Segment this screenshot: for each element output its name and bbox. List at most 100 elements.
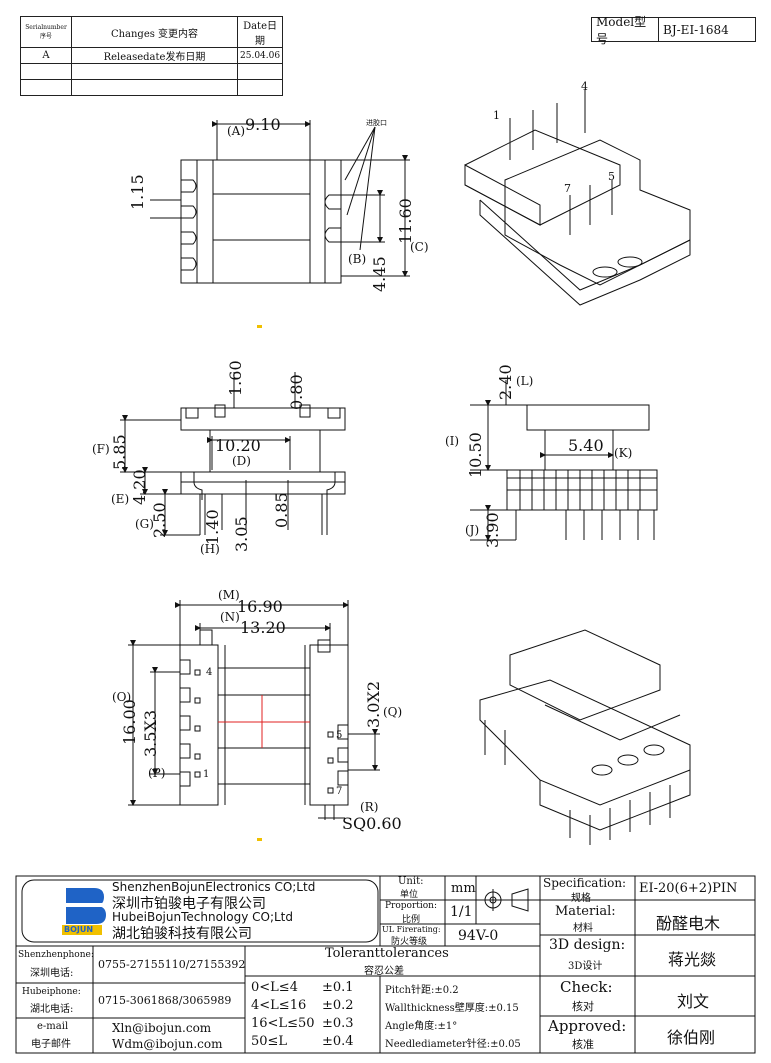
tag-a: (A) bbox=[227, 124, 246, 138]
marker-dot bbox=[257, 838, 262, 841]
tol-value: ±0.4 bbox=[322, 1034, 354, 1049]
gate-label: 进胶口 bbox=[366, 119, 387, 127]
spec-label-en: Specification: bbox=[543, 876, 627, 890]
unit-value: mm bbox=[451, 881, 476, 896]
front-view bbox=[120, 372, 346, 536]
side-view bbox=[470, 380, 658, 541]
bojun-logo bbox=[60, 888, 110, 935]
company-cn-2: 湖北铂骏科技有限公司 bbox=[112, 926, 252, 942]
logo-text: BOJUN bbox=[64, 925, 94, 934]
dim-sq: SQ0.60 bbox=[342, 814, 402, 833]
design-value: 蒋光燚 bbox=[668, 950, 717, 969]
prop-value: 1/1 bbox=[450, 904, 473, 920]
email-label-en: e-mail bbox=[37, 1021, 69, 1032]
tag-b: (B) bbox=[348, 252, 367, 266]
pin-label: 5 bbox=[608, 170, 615, 183]
dim-585: 5.85 bbox=[110, 434, 129, 470]
model-box: Model型号 BJ-EI-1684 bbox=[591, 15, 756, 46]
ul-label-cn: 防火等级 bbox=[391, 937, 428, 947]
pin-label: 7 bbox=[336, 786, 343, 797]
tag-m: (M) bbox=[218, 588, 240, 602]
dim-390: 3.90 bbox=[483, 512, 502, 548]
check-value: 刘文 bbox=[677, 992, 710, 1011]
material-label-cn: 材料 bbox=[573, 923, 593, 934]
model-value: BJ-EI-1684 bbox=[663, 22, 729, 37]
tag-c: (C) bbox=[410, 240, 429, 254]
pin-label: 4 bbox=[581, 80, 588, 93]
sz-phone: 0755-27155110/27155392 bbox=[98, 958, 246, 971]
unit-label-cn: 单位 bbox=[400, 890, 419, 900]
tag-f: (F) bbox=[92, 442, 110, 456]
dim-080: 0.80 bbox=[287, 374, 306, 410]
pin-label: 5 bbox=[336, 730, 343, 741]
pin-label: 1 bbox=[493, 109, 500, 122]
tag-k: (K) bbox=[614, 446, 633, 460]
dim-30x2: 3.0X2 bbox=[364, 680, 383, 728]
iso-top-view bbox=[464, 90, 691, 306]
dim-1020: 10.20 bbox=[215, 436, 261, 455]
dim-1690: 16.90 bbox=[237, 597, 283, 616]
rev-header-changes: Changes 变更内容 bbox=[71, 16, 238, 48]
company-cn-1: 深圳市铂骏电子有限公司 bbox=[112, 896, 266, 912]
dim-b: 4.45 bbox=[370, 256, 389, 292]
hb-phone-label-en: Hubeiphone: bbox=[22, 987, 81, 997]
approved-label-en: Approved: bbox=[548, 1017, 627, 1035]
tol-angle: Angle角度:±1° bbox=[385, 1021, 458, 1032]
tag-i: (I) bbox=[445, 434, 460, 448]
tol-value: ±0.2 bbox=[322, 998, 354, 1013]
rev-header-serial: Serialnumber序号 bbox=[20, 16, 72, 48]
dim-1320: 13.20 bbox=[240, 618, 286, 637]
tol-range: 4<L≤16 bbox=[251, 998, 307, 1013]
tag-h: (H) bbox=[200, 542, 220, 556]
rev-row-date bbox=[236, 79, 284, 96]
tag-n: (N) bbox=[220, 610, 240, 624]
check-label-cn: 核对 bbox=[572, 1000, 594, 1013]
title-block-frame bbox=[15, 875, 756, 1054]
dim-420: 4.20 bbox=[130, 469, 149, 505]
tag-o: (O) bbox=[112, 690, 132, 704]
tag-r: (R) bbox=[360, 800, 379, 814]
prop-label-en: Proportion: bbox=[385, 901, 438, 911]
sz-phone-label-cn: 深圳电话: bbox=[30, 968, 74, 979]
tol-pitch: Pitch针距:±0.2 bbox=[385, 985, 459, 996]
email-2: Wdm@ibojun.com bbox=[112, 1037, 223, 1051]
sz-phone-label-en: Shenzhenphone: bbox=[18, 950, 94, 960]
tag-j: (J) bbox=[465, 523, 480, 537]
revision-table: Serialnumber序号 Changes 变更内容 Date日期 A Rel… bbox=[20, 16, 284, 96]
pin-label: 7 bbox=[564, 182, 571, 195]
email-label-cn: 电子邮件 bbox=[31, 1039, 71, 1050]
tol-needle: Needlediameter针径:±0.05 bbox=[385, 1039, 521, 1050]
tag-l: (L) bbox=[516, 374, 534, 388]
pin-label: 4 bbox=[206, 667, 213, 678]
hb-phone-label-cn: 湖北电话: bbox=[30, 1004, 74, 1015]
design-label-en: 3D design: bbox=[549, 937, 626, 953]
prop-label-cn: 比例 bbox=[402, 915, 421, 925]
dim-305: 3.05 bbox=[232, 516, 251, 552]
check-label-en: Check: bbox=[560, 978, 613, 996]
tag-e: (E) bbox=[111, 492, 130, 506]
top-view bbox=[150, 120, 410, 284]
ul-label-en: UL Firerating: bbox=[382, 925, 441, 934]
email-1: Xln@ibojun.com bbox=[112, 1021, 212, 1035]
tol-title-en: Toleranttolerances bbox=[325, 946, 449, 961]
tol-range: 0<L≤4 bbox=[251, 980, 298, 995]
bottom-view bbox=[128, 600, 380, 820]
tag-q: (Q) bbox=[383, 705, 403, 719]
dim-35x3: 3.5X3 bbox=[141, 709, 160, 757]
unit-label-en: Unit: bbox=[398, 876, 424, 887]
dim-c: 11.60 bbox=[396, 198, 415, 244]
marker-dot bbox=[257, 325, 262, 328]
company-en-1: ShenzhenBojunElectronics CO;Ltd bbox=[112, 880, 316, 894]
dim-240: 2.40 bbox=[496, 364, 515, 400]
tol-title-cn: 容忍公差 bbox=[364, 966, 404, 977]
spec-value: EI-20(6+2)PIN bbox=[639, 881, 738, 896]
tol-range: 50≤L bbox=[251, 1034, 288, 1049]
rev-header-date: Date日期 bbox=[236, 16, 284, 48]
approved-value: 徐伯刚 bbox=[667, 1028, 716, 1047]
dim-085: 0.85 bbox=[272, 492, 291, 528]
dim-160: 1.60 bbox=[226, 360, 245, 396]
material-value: 酚醛电木 bbox=[656, 914, 721, 933]
material-label-en: Material: bbox=[555, 904, 616, 919]
dim-slot: 1.15 bbox=[128, 174, 147, 210]
